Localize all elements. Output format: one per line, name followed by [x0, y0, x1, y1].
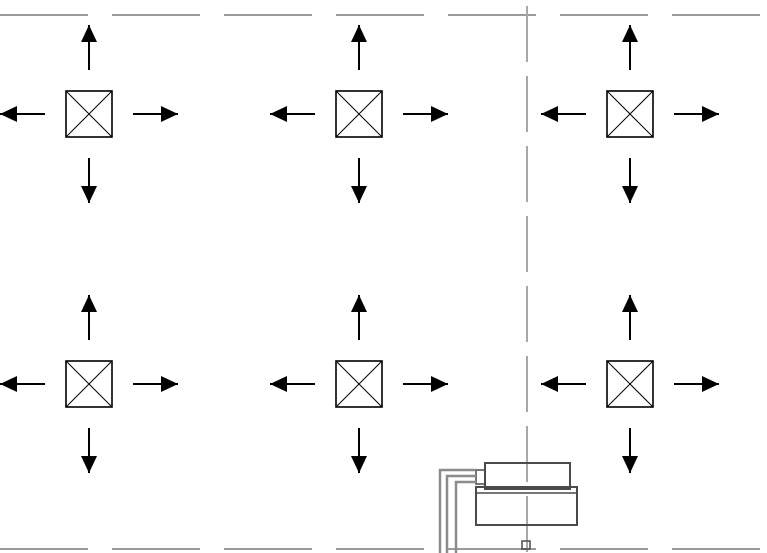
diffuser-cross-line — [335, 90, 383, 138]
supply-diffuser — [0, 295, 178, 473]
supply-diffuser — [541, 25, 719, 203]
throw-arrow-down — [351, 158, 367, 203]
diffuser-box — [606, 90, 654, 138]
throw-arrow-head — [702, 106, 719, 122]
throw-arrow-head — [702, 376, 719, 392]
diffuser-cross-line — [65, 360, 113, 408]
piping-runs — [438, 468, 476, 553]
throw-arrow-left — [541, 106, 586, 122]
supply-diffuser — [541, 295, 719, 473]
pipe-return — [445, 474, 476, 553]
throw-arrow-up — [622, 295, 638, 340]
throw-arrow-left — [541, 376, 586, 392]
diffuser-box — [335, 90, 383, 138]
throw-arrow-left — [0, 106, 45, 122]
throw-arrow-up — [622, 25, 638, 70]
throw-arrow-head — [541, 106, 558, 122]
throw-arrow-head — [81, 186, 97, 203]
throw-arrow-up — [351, 25, 367, 70]
throw-arrow-down — [81, 428, 97, 473]
throw-arrow-left — [270, 106, 315, 122]
diffuser-cross-line — [606, 90, 654, 138]
throw-arrow-right — [403, 376, 448, 392]
throw-arrow-up — [81, 295, 97, 340]
throw-arrow-left — [0, 376, 45, 392]
diffuser-box — [65, 360, 113, 408]
diffuser-box — [65, 90, 113, 138]
throw-arrow-head — [0, 376, 17, 392]
throw-arrow-head — [622, 295, 638, 312]
fan-coil-unit-body — [475, 486, 578, 526]
throw-arrow-head — [622, 456, 638, 473]
throw-arrow-head — [622, 186, 638, 203]
throw-arrow-head — [81, 295, 97, 312]
throw-arrow-head — [81, 25, 97, 42]
diffuser-cross-line — [335, 360, 383, 408]
throw-arrow-head — [270, 376, 287, 392]
throw-arrow-right — [133, 376, 178, 392]
throw-arrow-down — [622, 158, 638, 203]
fan-coil-unit-drain — [521, 540, 531, 550]
throw-arrow-down — [351, 428, 367, 473]
throw-arrow-head — [161, 106, 178, 122]
throw-arrow-head — [541, 376, 558, 392]
throw-arrow-right — [133, 106, 178, 122]
throw-arrow-head — [351, 456, 367, 473]
pipe-condensate — [454, 480, 476, 553]
throw-arrow-head — [622, 25, 638, 42]
throw-arrow-head — [351, 25, 367, 42]
throw-arrow-head — [270, 106, 287, 122]
throw-arrow-left — [270, 376, 315, 392]
throw-arrow-right — [403, 106, 448, 122]
fan-coil-unit-connection — [475, 469, 486, 485]
throw-arrow-head — [351, 295, 367, 312]
throw-arrow-right — [674, 106, 719, 122]
supply-diffuser — [270, 295, 448, 473]
throw-arrow-head — [0, 106, 17, 122]
diffuser-cross-line — [606, 360, 654, 408]
reference-grid-lines — [0, 14, 767, 550]
throw-arrow-right — [674, 376, 719, 392]
throw-arrow-down — [622, 428, 638, 473]
throw-arrow-head — [161, 376, 178, 392]
diffuser-box — [606, 360, 654, 408]
supply-diffuser — [270, 25, 448, 203]
throw-arrow-up — [351, 295, 367, 340]
throw-arrow-head — [81, 456, 97, 473]
throw-arrow-head — [351, 186, 367, 203]
throw-arrow-up — [81, 25, 97, 70]
diffuser-box — [335, 360, 383, 408]
throw-arrow-down — [81, 158, 97, 203]
diffuser-group — [0, 25, 719, 473]
throw-arrow-head — [431, 376, 448, 392]
supply-diffuser — [0, 25, 178, 203]
pipe-supply — [438, 468, 476, 553]
throw-arrow-head — [431, 106, 448, 122]
diffuser-cross-line — [65, 90, 113, 138]
